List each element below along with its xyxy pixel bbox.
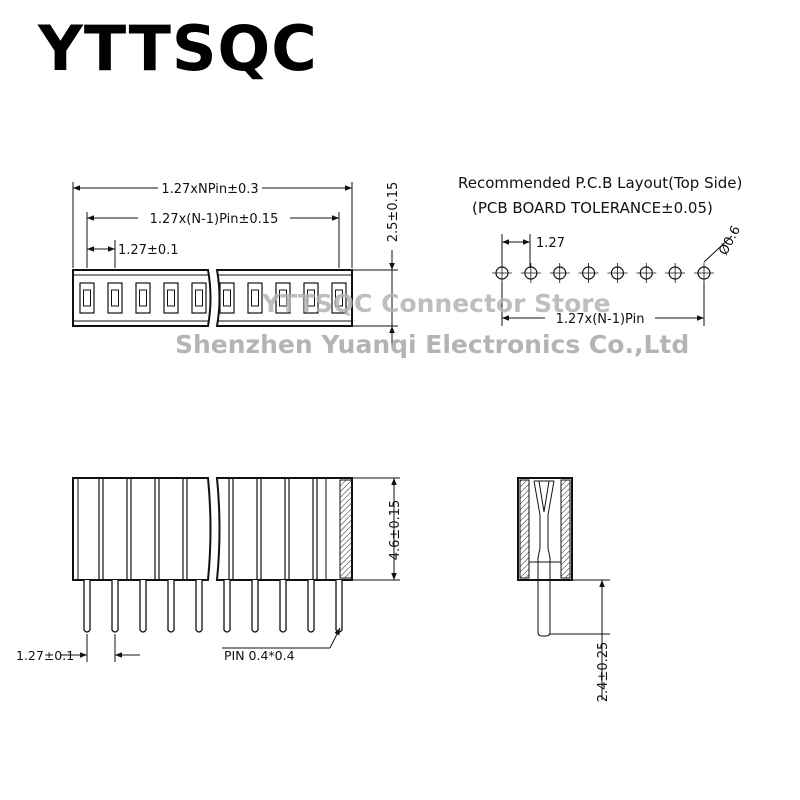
pcb-hole [581, 266, 596, 280]
pin [251, 580, 259, 633]
pcb-hole [553, 266, 567, 280]
contact-outline [247, 282, 263, 314]
contact-slot [139, 289, 147, 307]
front-view-walls [77, 478, 327, 580]
top-view: 1.27xNPin±0.3 1.27x(N-1)Pin±0.15 1.27±0.… [72, 182, 401, 346]
pin [195, 580, 203, 633]
contact-outline [79, 282, 95, 314]
contact-slot [335, 289, 343, 307]
contact-outline [191, 282, 207, 314]
contact-slot [279, 289, 287, 307]
side-pin-length-label: 2.4±0.25 [596, 642, 611, 703]
pin [335, 580, 343, 633]
pcb-layout: Recommended P.C.B Layout(Top Side) (PCB … [458, 174, 744, 327]
pin [83, 580, 91, 633]
pin-span-label: 1.27x(N-1)Pin±0.15 [150, 212, 279, 227]
pcb-tolerance-note: (PCB BOARD TOLERANCE±0.05) [472, 199, 713, 217]
contact-outline [163, 282, 179, 314]
contact-slot [83, 289, 91, 307]
pcb-layout-title: Recommended P.C.B Layout(Top Side) [458, 174, 742, 192]
front-height-label: 4.6±0.15 [388, 500, 403, 561]
contact-outline [219, 282, 235, 314]
pcb-span-label: 1.27x(N-1)Pin [556, 312, 645, 327]
contact-outline [303, 282, 319, 314]
pcb-hole [668, 266, 682, 280]
pin [279, 580, 287, 633]
top-view-contacts [79, 282, 347, 314]
pcb-hole [639, 266, 653, 280]
brand-logo: YTTSQC [38, 12, 318, 85]
pin [111, 580, 119, 633]
contact-slot [223, 289, 231, 307]
pcb-hole-row [492, 263, 714, 283]
front-view-pins [83, 580, 343, 633]
contact-outline [107, 282, 123, 314]
pin-size-label: PIN 0.4*0.4 [224, 648, 295, 663]
pin [307, 580, 315, 633]
contact-slot [167, 289, 175, 307]
contact-slot [251, 289, 259, 307]
side-view: 2.4±0.25 [517, 477, 611, 703]
top-pitch-label: 1.27±0.1 [118, 243, 179, 258]
contact-outline [135, 282, 151, 314]
overall-length-label: 1.27xNPin±0.3 [161, 182, 258, 197]
pcb-pitch-label: 1.27 [536, 236, 565, 251]
pcb-hole-diameter: Ø0.6 [716, 224, 744, 258]
watermark-line-1: YTTSQC Connector Store [261, 289, 611, 318]
pin [139, 580, 147, 633]
front-pitch-label: 1.27±0.1 [16, 648, 74, 663]
pcb-hole [524, 266, 538, 280]
pcb-hole [610, 266, 625, 280]
pcb-hole [495, 266, 509, 280]
front-view: 4.6±0.15 1.27±0.1 PIN 0.4*0.4 [16, 477, 403, 663]
pcb-hole [697, 266, 711, 280]
contact-outline [331, 282, 347, 314]
contact-slot [111, 289, 119, 307]
top-width-label: 2.5±0.15 [386, 182, 401, 243]
contact-slot [307, 289, 315, 307]
watermark-line-2: Shenzhen Yuanqi Electronics Co.,Ltd [175, 330, 689, 359]
pin [167, 580, 175, 633]
contact-outline [275, 282, 291, 314]
pin [223, 580, 231, 633]
contact-slot [195, 289, 203, 307]
